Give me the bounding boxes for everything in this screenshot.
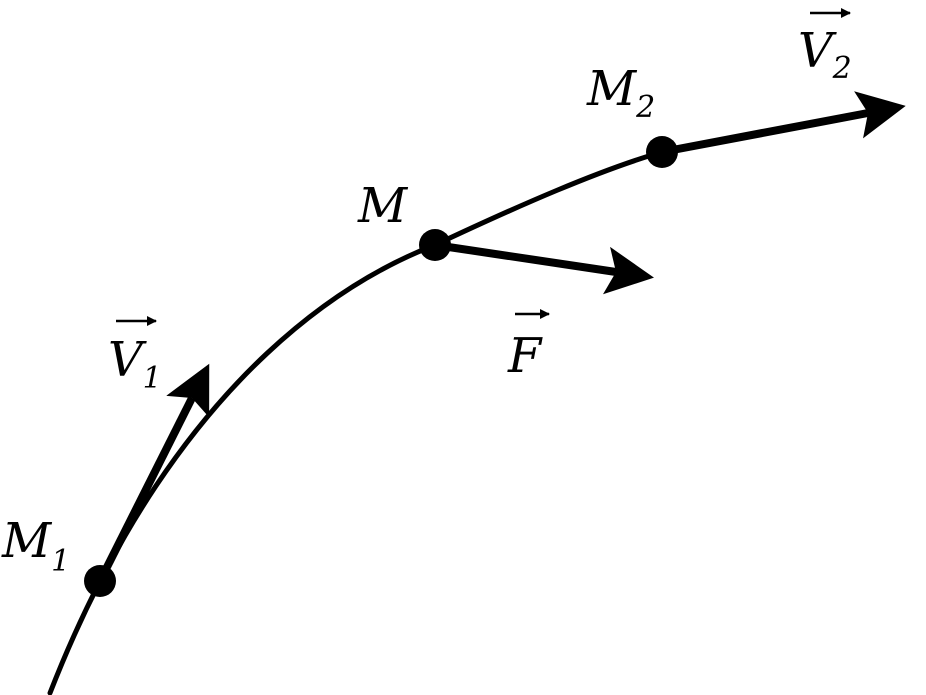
label-f: F <box>507 309 550 384</box>
force-f-arrow <box>434 241 654 295</box>
velocity-v2-arrow <box>661 91 906 156</box>
label-m: M <box>357 178 409 234</box>
label-v2: V2 <box>798 8 852 86</box>
svg-text:V1: V1 <box>108 332 162 396</box>
trajectory-curve <box>47 149 665 695</box>
label-v1: V1 <box>108 316 162 396</box>
svg-text:V2: V2 <box>798 23 852 86</box>
velocity-v1-arrow <box>96 363 210 583</box>
label-m1: M1 <box>1 513 70 579</box>
point-m <box>419 229 451 261</box>
point-m1 <box>84 565 116 597</box>
point-m2 <box>646 136 678 168</box>
svg-text:F: F <box>507 328 543 384</box>
label-m2: M2 <box>586 61 655 125</box>
